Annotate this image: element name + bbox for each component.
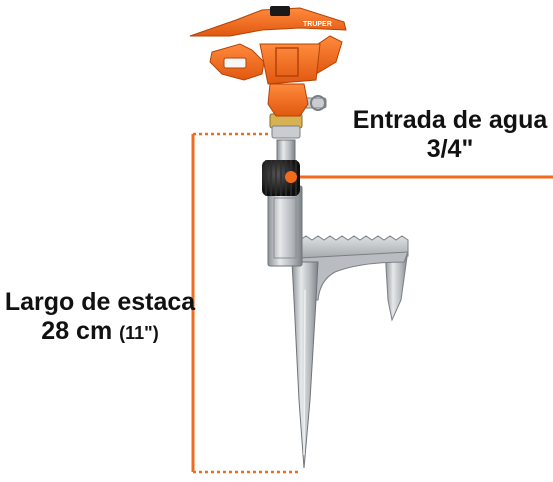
stake-length-cm: 28 cm (41, 316, 113, 345)
water-inlet-title: Entrada de agua (352, 106, 548, 134)
stake-length-label: Largo de estaca 28 cm (11") (0, 288, 200, 346)
stake-length-bracket (191, 132, 298, 474)
water-inlet-size: 3/4" (426, 134, 474, 163)
stake-length-inches: (11") (119, 322, 159, 343)
sprinkler-head: TRUPER (189, 6, 347, 117)
stake (267, 139, 409, 469)
water-inlet-label: Entrada de agua 3/4" (350, 106, 550, 164)
stake-length-value: 28 cm (11") (0, 317, 200, 346)
brand-label: TRUPER (303, 21, 332, 28)
inlet-knob (262, 160, 300, 196)
stake-length-title: Largo de estaca (4, 288, 196, 316)
